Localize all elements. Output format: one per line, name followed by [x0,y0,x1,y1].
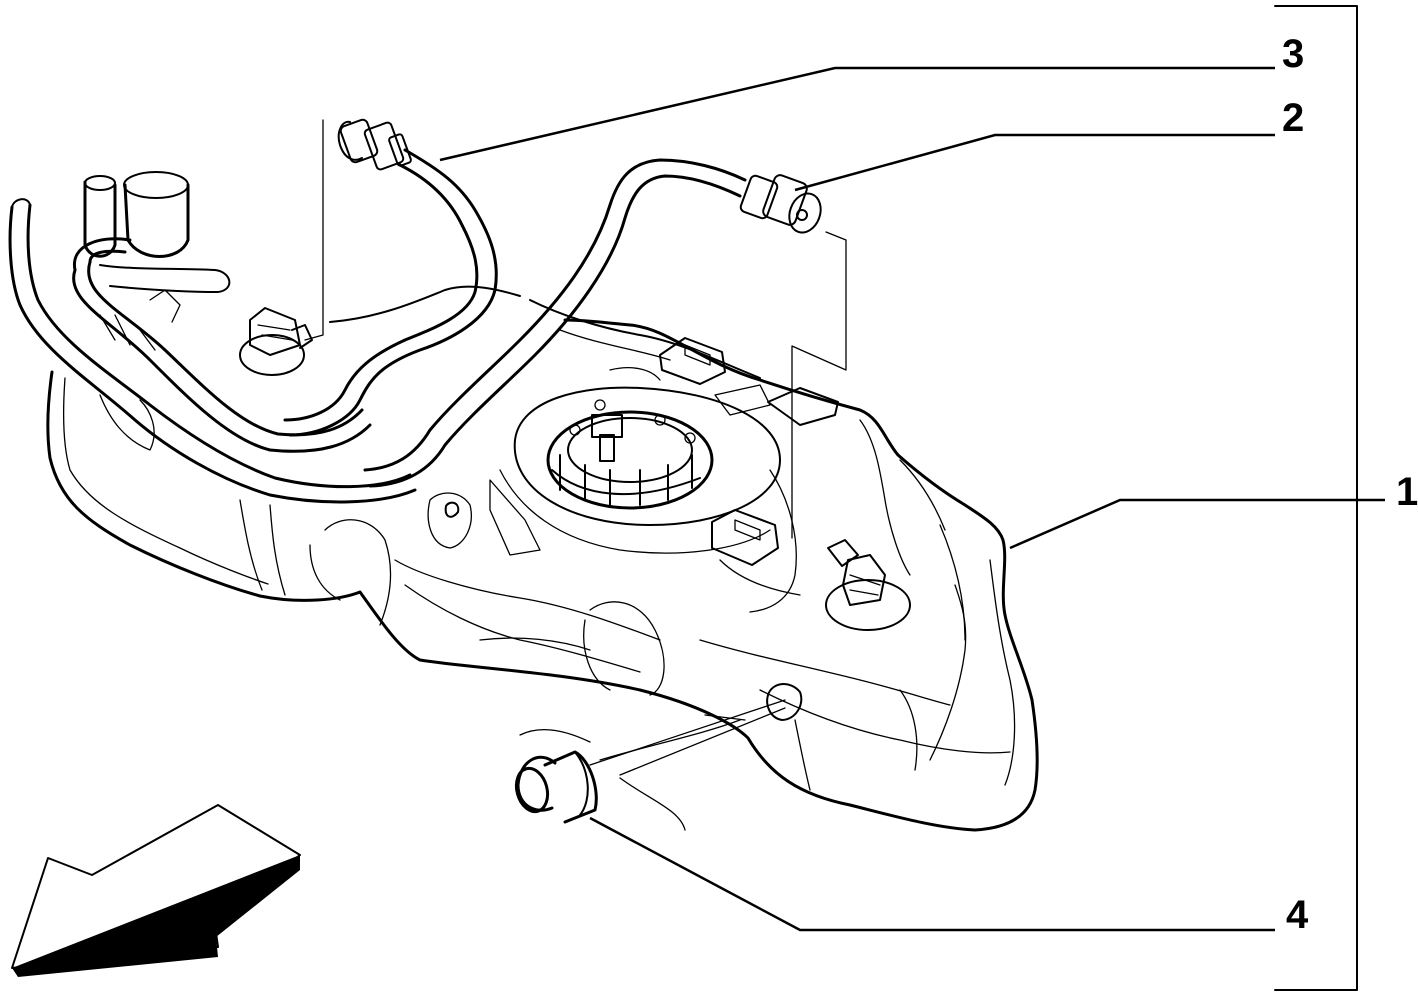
leader-line-1 [1009,498,1385,550]
direction-arrow [11,804,301,977]
fuel-line-2 [363,158,822,488]
callout-label-1: 1 [1396,470,1418,514]
leader-line-2 [794,133,1275,192]
callout-label-2: 2 [1282,96,1304,140]
leader-line-4 [589,816,1275,932]
assembly-guide-lines [304,119,847,831]
valve-connector-left [239,307,313,376]
group-bracket [1274,5,1358,991]
fastener-bolt-4 [514,750,598,824]
fuel-tank [46,285,1039,832]
leader-lines [439,66,1385,932]
callout-label-4: 4 [1286,893,1309,937]
fuel-line-3 [283,118,498,437]
leader-line-3 [439,66,1275,162]
fuel-pump-module [546,399,714,510]
callout-label-3: 3 [1282,32,1304,76]
valve-connector-right [825,539,911,631]
vent-hose [8,198,417,504]
